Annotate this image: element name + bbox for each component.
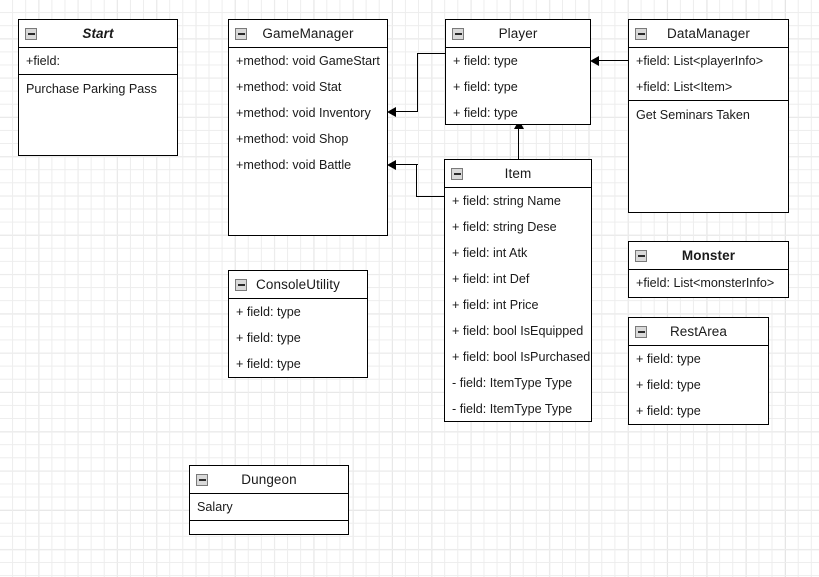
class-title-restarea: RestArea <box>669 324 728 339</box>
class-title-datamanager: DataManager <box>667 26 750 41</box>
connector-player-gamemanager-bottom-segment <box>394 111 418 113</box>
minus-icon[interactable] <box>25 27 37 40</box>
class-row: - field: ItemType Type <box>452 376 573 390</box>
class-row: +method: void Inventory <box>236 106 371 120</box>
class-row: +field: List<playerInfo> <box>636 54 764 68</box>
class-box-restarea[interactable]: RestArea + field: type + field: type + f… <box>628 317 769 425</box>
class-row: + field: string Name <box>452 194 561 208</box>
class-row: +field: List<Item> <box>636 80 733 94</box>
class-row: +method: void GameStart <box>236 54 380 68</box>
class-section-monster-fields: +field: List<monsterInfo> <box>629 270 788 296</box>
minus-icon[interactable] <box>235 27 247 40</box>
class-row: + field: type <box>453 80 518 94</box>
class-header-datamanager[interactable]: DataManager <box>629 20 788 48</box>
class-row: + field: type <box>636 404 701 418</box>
class-row: + field: int Price <box>452 298 539 312</box>
class-section-start-fields: +field: <box>19 48 177 75</box>
class-header-consoleutility[interactable]: ConsoleUtility <box>229 271 367 299</box>
class-title-gamemanager: GameManager <box>262 26 354 41</box>
class-box-start[interactable]: Start +field: Purchase Parking Pass <box>18 19 178 156</box>
class-box-datamanager[interactable]: DataManager +field: List<playerInfo> +fi… <box>628 19 789 213</box>
class-row: + field: bool IsEquipped <box>452 324 584 338</box>
class-header-player[interactable]: Player <box>446 20 590 48</box>
class-row: +method: void Stat <box>236 80 342 94</box>
class-header-restarea[interactable]: RestArea <box>629 318 768 346</box>
class-row <box>190 521 348 534</box>
class-section-item-fields: + field: string Name + field: string Des… <box>445 188 591 421</box>
class-row: +field: List<monsterInfo> <box>636 276 775 290</box>
class-title-item: Item <box>504 166 532 181</box>
class-row: Salary <box>197 500 233 514</box>
class-row: Purchase Parking Pass <box>26 82 157 96</box>
minus-icon[interactable] <box>196 473 208 486</box>
class-header-start[interactable]: Start <box>19 20 177 48</box>
class-header-dungeon[interactable]: Dungeon <box>190 466 348 494</box>
class-title-consoleutility: ConsoleUtility <box>256 277 340 292</box>
class-section-dungeon-methods <box>190 521 348 534</box>
class-title-monster: Monster <box>681 248 736 263</box>
class-title-player: Player <box>498 26 538 41</box>
connector-item-gamemanager-lower-segment <box>416 196 446 198</box>
connector-player-gamemanager-top-segment <box>417 53 446 55</box>
class-title-start: Start <box>82 26 114 41</box>
class-row: +method: void Shop <box>236 132 349 146</box>
class-row: Get Seminars Taken <box>636 108 750 122</box>
class-section-start-methods: Purchase Parking Pass <box>19 75 177 103</box>
class-box-gamemanager[interactable]: GameManager +method: void GameStart +met… <box>228 19 388 236</box>
class-row: + field: type <box>453 54 518 68</box>
connector-item-player-vertical-segment <box>518 126 520 160</box>
class-row: + field: int Atk <box>452 246 528 260</box>
minus-icon[interactable] <box>635 27 647 40</box>
class-header-gamemanager[interactable]: GameManager <box>229 20 387 48</box>
class-title-dungeon: Dungeon <box>241 472 297 487</box>
class-row: +field: <box>26 54 60 68</box>
class-box-monster[interactable]: Monster +field: List<monsterInfo> <box>628 241 789 298</box>
connector-item-gamemanager-upper-segment <box>394 164 418 166</box>
class-box-consoleutility[interactable]: ConsoleUtility + field: type + field: ty… <box>228 270 368 378</box>
class-row: + field: bool IsPurchased <box>452 350 591 364</box>
minus-icon[interactable] <box>235 278 247 291</box>
class-row: + field: type <box>453 106 518 120</box>
connector-player-gamemanager-vertical-segment <box>417 53 419 112</box>
class-section-consoleutility-fields: + field: type + field: type + field: typ… <box>229 299 367 377</box>
class-row: + field: type <box>636 378 701 392</box>
minus-icon[interactable] <box>451 167 463 180</box>
class-section-datamanager-methods: Get Seminars Taken <box>629 101 788 129</box>
class-box-dungeon[interactable]: Dungeon Salary <box>189 465 349 535</box>
connector-item-gamemanager-vertical-segment <box>416 164 418 197</box>
class-row: +method: void Battle <box>236 158 352 172</box>
class-box-item[interactable]: Item + field: string Name + field: strin… <box>444 159 592 422</box>
class-header-monster[interactable]: Monster <box>629 242 788 270</box>
class-row: + field: type <box>636 352 701 366</box>
class-row: + field: type <box>236 305 301 319</box>
class-section-player-fields: + field: type + field: type + field: typ… <box>446 48 590 124</box>
connector-datamanager-player-segment <box>597 60 629 62</box>
class-section-dungeon-fields: Salary <box>190 494 348 521</box>
class-row: + field: int Def <box>452 272 530 286</box>
class-section-datamanager-fields: +field: List<playerInfo> +field: List<It… <box>629 48 788 101</box>
class-row: + field: type <box>236 357 301 371</box>
arrowhead-item-to-gamemanager <box>387 160 396 170</box>
class-section-gamemanager-methods: +method: void GameStart +method: void St… <box>229 48 387 178</box>
class-section-restarea-fields: + field: type + field: type + field: typ… <box>629 346 768 424</box>
class-header-item[interactable]: Item <box>445 160 591 188</box>
class-row: + field: type <box>236 331 301 345</box>
class-box-player[interactable]: Player + field: type + field: type + fie… <box>445 19 591 125</box>
arrowhead-player-to-gamemanager <box>387 107 396 117</box>
minus-icon[interactable] <box>452 27 464 40</box>
arrowhead-datamanager-to-player <box>590 56 599 66</box>
minus-icon[interactable] <box>635 325 647 338</box>
class-row: + field: string Dese <box>452 220 557 234</box>
class-row: - field: ItemType Type <box>452 402 573 416</box>
minus-icon[interactable] <box>635 249 647 262</box>
